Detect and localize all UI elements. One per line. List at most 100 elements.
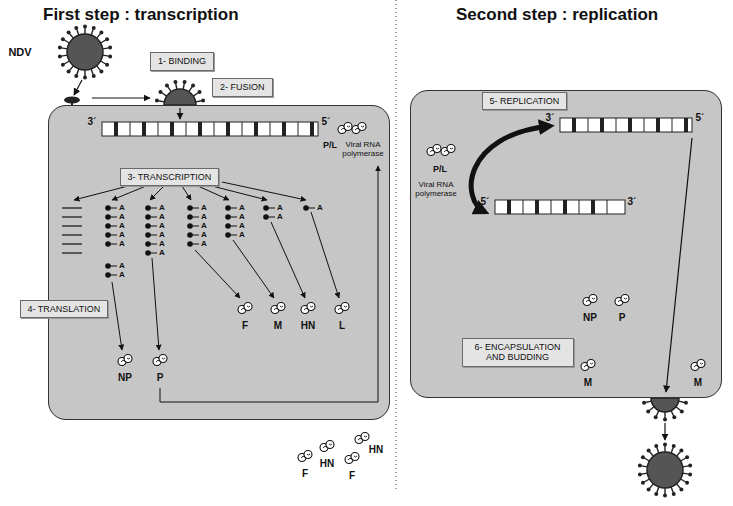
line-mark: [168, 87, 171, 92]
circle-mark: [61, 63, 65, 67]
use-mark: [153, 355, 167, 366]
polya-tail: A: [201, 221, 207, 230]
polya-tail: A: [119, 239, 125, 248]
line-mark: [91, 69, 93, 75]
rect-mark: [507, 200, 511, 214]
cell-panel: Second step : replication5- REPLICATION6…: [410, 90, 722, 398]
use-mark: [583, 295, 597, 306]
polya-tail: A: [119, 261, 125, 270]
use-mark: [581, 360, 595, 371]
line-mark: [101, 61, 106, 64]
line-mark: [233, 240, 274, 298]
line-mark: [101, 40, 106, 43]
rect-mark: [495, 200, 625, 214]
circle-mark: [688, 464, 692, 468]
circle-mark: [647, 452, 683, 488]
g-mark: [560, 118, 692, 132]
part-label: M: [584, 377, 592, 389]
part-label: NP: [583, 312, 597, 324]
line-mark: [657, 447, 659, 453]
circle-mark: [105, 214, 111, 220]
rect-mark: [48, 105, 390, 420]
g-mark: [155, 80, 205, 105]
line-mark: [676, 407, 681, 411]
g-mark: [642, 398, 688, 422]
circle-mark: [105, 241, 111, 247]
circle-mark: [191, 83, 195, 87]
g-mark: [638, 443, 692, 498]
polya-tail: A: [239, 221, 245, 230]
circle-mark: [187, 214, 193, 220]
polya-tail: A: [277, 212, 283, 221]
line-mark: [189, 87, 192, 92]
polya-tail: A: [159, 230, 165, 239]
circle-mark: [187, 223, 193, 229]
circle-mark: [647, 488, 651, 492]
rect-mark: [142, 122, 146, 136]
circle-mark: [145, 205, 151, 211]
g-mark: [58, 25, 112, 80]
use-mark: [691, 360, 705, 371]
circle-mark: [225, 205, 231, 211]
circle-mark: [263, 205, 269, 211]
line-mark: [644, 458, 649, 461]
line-mark: [672, 118, 673, 132]
polya-tail: A: [119, 230, 125, 239]
part-label: P/L: [323, 140, 337, 150]
line-mark: [664, 423, 665, 440]
line-mark: [657, 487, 659, 493]
polya-tail: A: [159, 248, 165, 257]
line-mark: [103, 48, 109, 49]
rect-mark: [198, 122, 202, 136]
circle-mark: [67, 30, 71, 34]
line-mark: [74, 80, 82, 95]
polya-tail: A: [201, 239, 207, 248]
line-mark: [588, 118, 589, 132]
part-label: NP: [118, 372, 132, 384]
line-mark: [242, 122, 243, 136]
circle-mark: [672, 492, 676, 496]
circle-mark: [638, 472, 642, 476]
line-mark: [644, 479, 649, 482]
panel-heading: First step : transcription: [43, 5, 239, 25]
circle-mark: [654, 444, 658, 448]
polya-tail: A: [201, 203, 207, 212]
circle-mark: [155, 98, 159, 102]
rect-mark: [102, 122, 318, 136]
line-mark: [270, 122, 271, 136]
path-mark: [471, 126, 550, 212]
polya-tail: A: [159, 203, 165, 212]
part-label: HN: [369, 444, 383, 456]
circle-mark: [646, 409, 650, 413]
circle-mark: [684, 401, 688, 405]
line-mark: [641, 466, 647, 467]
line-mark: [162, 93, 167, 96]
line-mark: [182, 186, 191, 200]
circle-mark: [263, 214, 269, 220]
part-label: 5´: [696, 112, 705, 124]
path-mark: [160, 166, 378, 402]
line-mark: [195, 250, 240, 298]
line-mark: [271, 222, 305, 298]
circle-mark: [74, 74, 78, 78]
polya-tail: A: [119, 221, 125, 230]
use-mark: [271, 303, 285, 314]
circle-mark: [679, 488, 683, 492]
polya-tail: A: [119, 270, 125, 279]
rect-mark: [684, 118, 688, 132]
circle-mark: [679, 448, 683, 452]
polya-tail: A: [277, 203, 283, 212]
step-box: 5- REPLICATION: [482, 92, 568, 111]
step-label: 1- BINDING: [158, 56, 206, 67]
line-mark: [523, 200, 524, 214]
circle-mark: [183, 80, 187, 84]
rect-mark: [170, 122, 174, 136]
step-box: 1- BINDING: [150, 52, 214, 71]
rect-mark: [572, 118, 576, 132]
circle-mark: [201, 98, 205, 102]
circle-mark: [654, 415, 658, 419]
line-mark: [62, 216, 82, 217]
g-mark: [62, 205, 315, 278]
line-mark: [198, 186, 229, 200]
